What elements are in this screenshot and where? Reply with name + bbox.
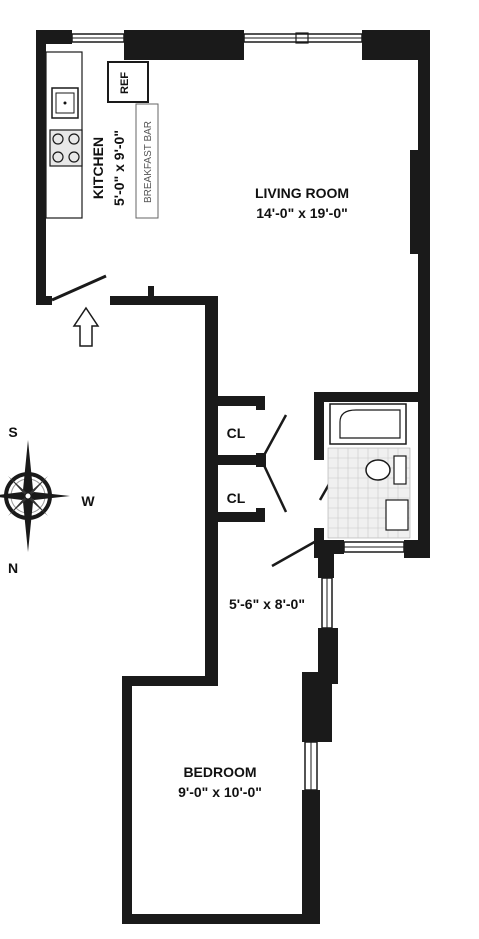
top-wall-center <box>124 30 244 60</box>
breakfast-bar-label: BREAKFAST BAR <box>143 121 154 203</box>
walls <box>36 30 430 924</box>
compass-icon <box>0 440 70 552</box>
compass-west-label: W <box>81 493 95 509</box>
closet-top-wall <box>205 396 265 406</box>
vanity <box>385 499 409 531</box>
closet-1-label: CL <box>227 425 246 441</box>
corridor-top-wall <box>110 296 218 305</box>
bedroom-dims: 9'-0" x 10'-0" <box>178 784 262 800</box>
kitchen-fixtures <box>45 51 159 219</box>
entry-door <box>51 274 107 302</box>
bedroom-top-wall <box>122 676 218 686</box>
bath-top-wall <box>314 392 418 402</box>
toilet <box>365 459 391 481</box>
kitchen-name: KITCHEN <box>90 137 106 199</box>
bathroom-fixtures <box>327 403 411 539</box>
bedroom-name: BEDROOM <box>183 764 256 780</box>
ref-label: REF <box>119 72 131 94</box>
right-exterior-wall <box>418 30 430 558</box>
hall-west-wall <box>205 296 218 686</box>
living-radiator <box>410 150 420 254</box>
kitchen-bottom-stub <box>36 296 52 305</box>
left-kitchen-wall <box>36 30 46 305</box>
living-room-name: LIVING ROOM <box>255 185 349 201</box>
bathtub <box>329 403 407 445</box>
closet-2-label: CL <box>227 490 246 506</box>
kitchen-dims: 5'-0" x 9'-0" <box>111 130 127 206</box>
sink <box>51 87 79 119</box>
closet-bottom-wall <box>205 512 265 522</box>
breakfast-bar <box>135 103 159 219</box>
hall-dims: 5'-6" x 8'-0" <box>229 596 305 612</box>
hall-door <box>271 538 319 568</box>
compass-north-label: N <box>8 560 18 576</box>
hall-east-wall-top <box>318 548 334 578</box>
refrigerator <box>107 61 149 103</box>
closet-divider-wall <box>205 455 265 465</box>
stove <box>49 129 83 167</box>
bedroom-west-wall <box>122 676 132 922</box>
bedroom-bottom-wall <box>122 914 320 924</box>
hall-east-wall-mid <box>318 628 338 684</box>
bedroom-east-wall-lower <box>302 790 320 922</box>
bath-left-wall-upper <box>314 392 324 460</box>
entry-arrow-icon <box>72 306 100 347</box>
bedroom-east-wall-upper <box>302 672 332 742</box>
closet-door-2 <box>260 460 288 513</box>
compass-south-label: S <box>8 424 17 440</box>
living-room-dims: 14'-0" x 19'-0" <box>256 205 348 221</box>
closet-door-1 <box>260 414 288 460</box>
